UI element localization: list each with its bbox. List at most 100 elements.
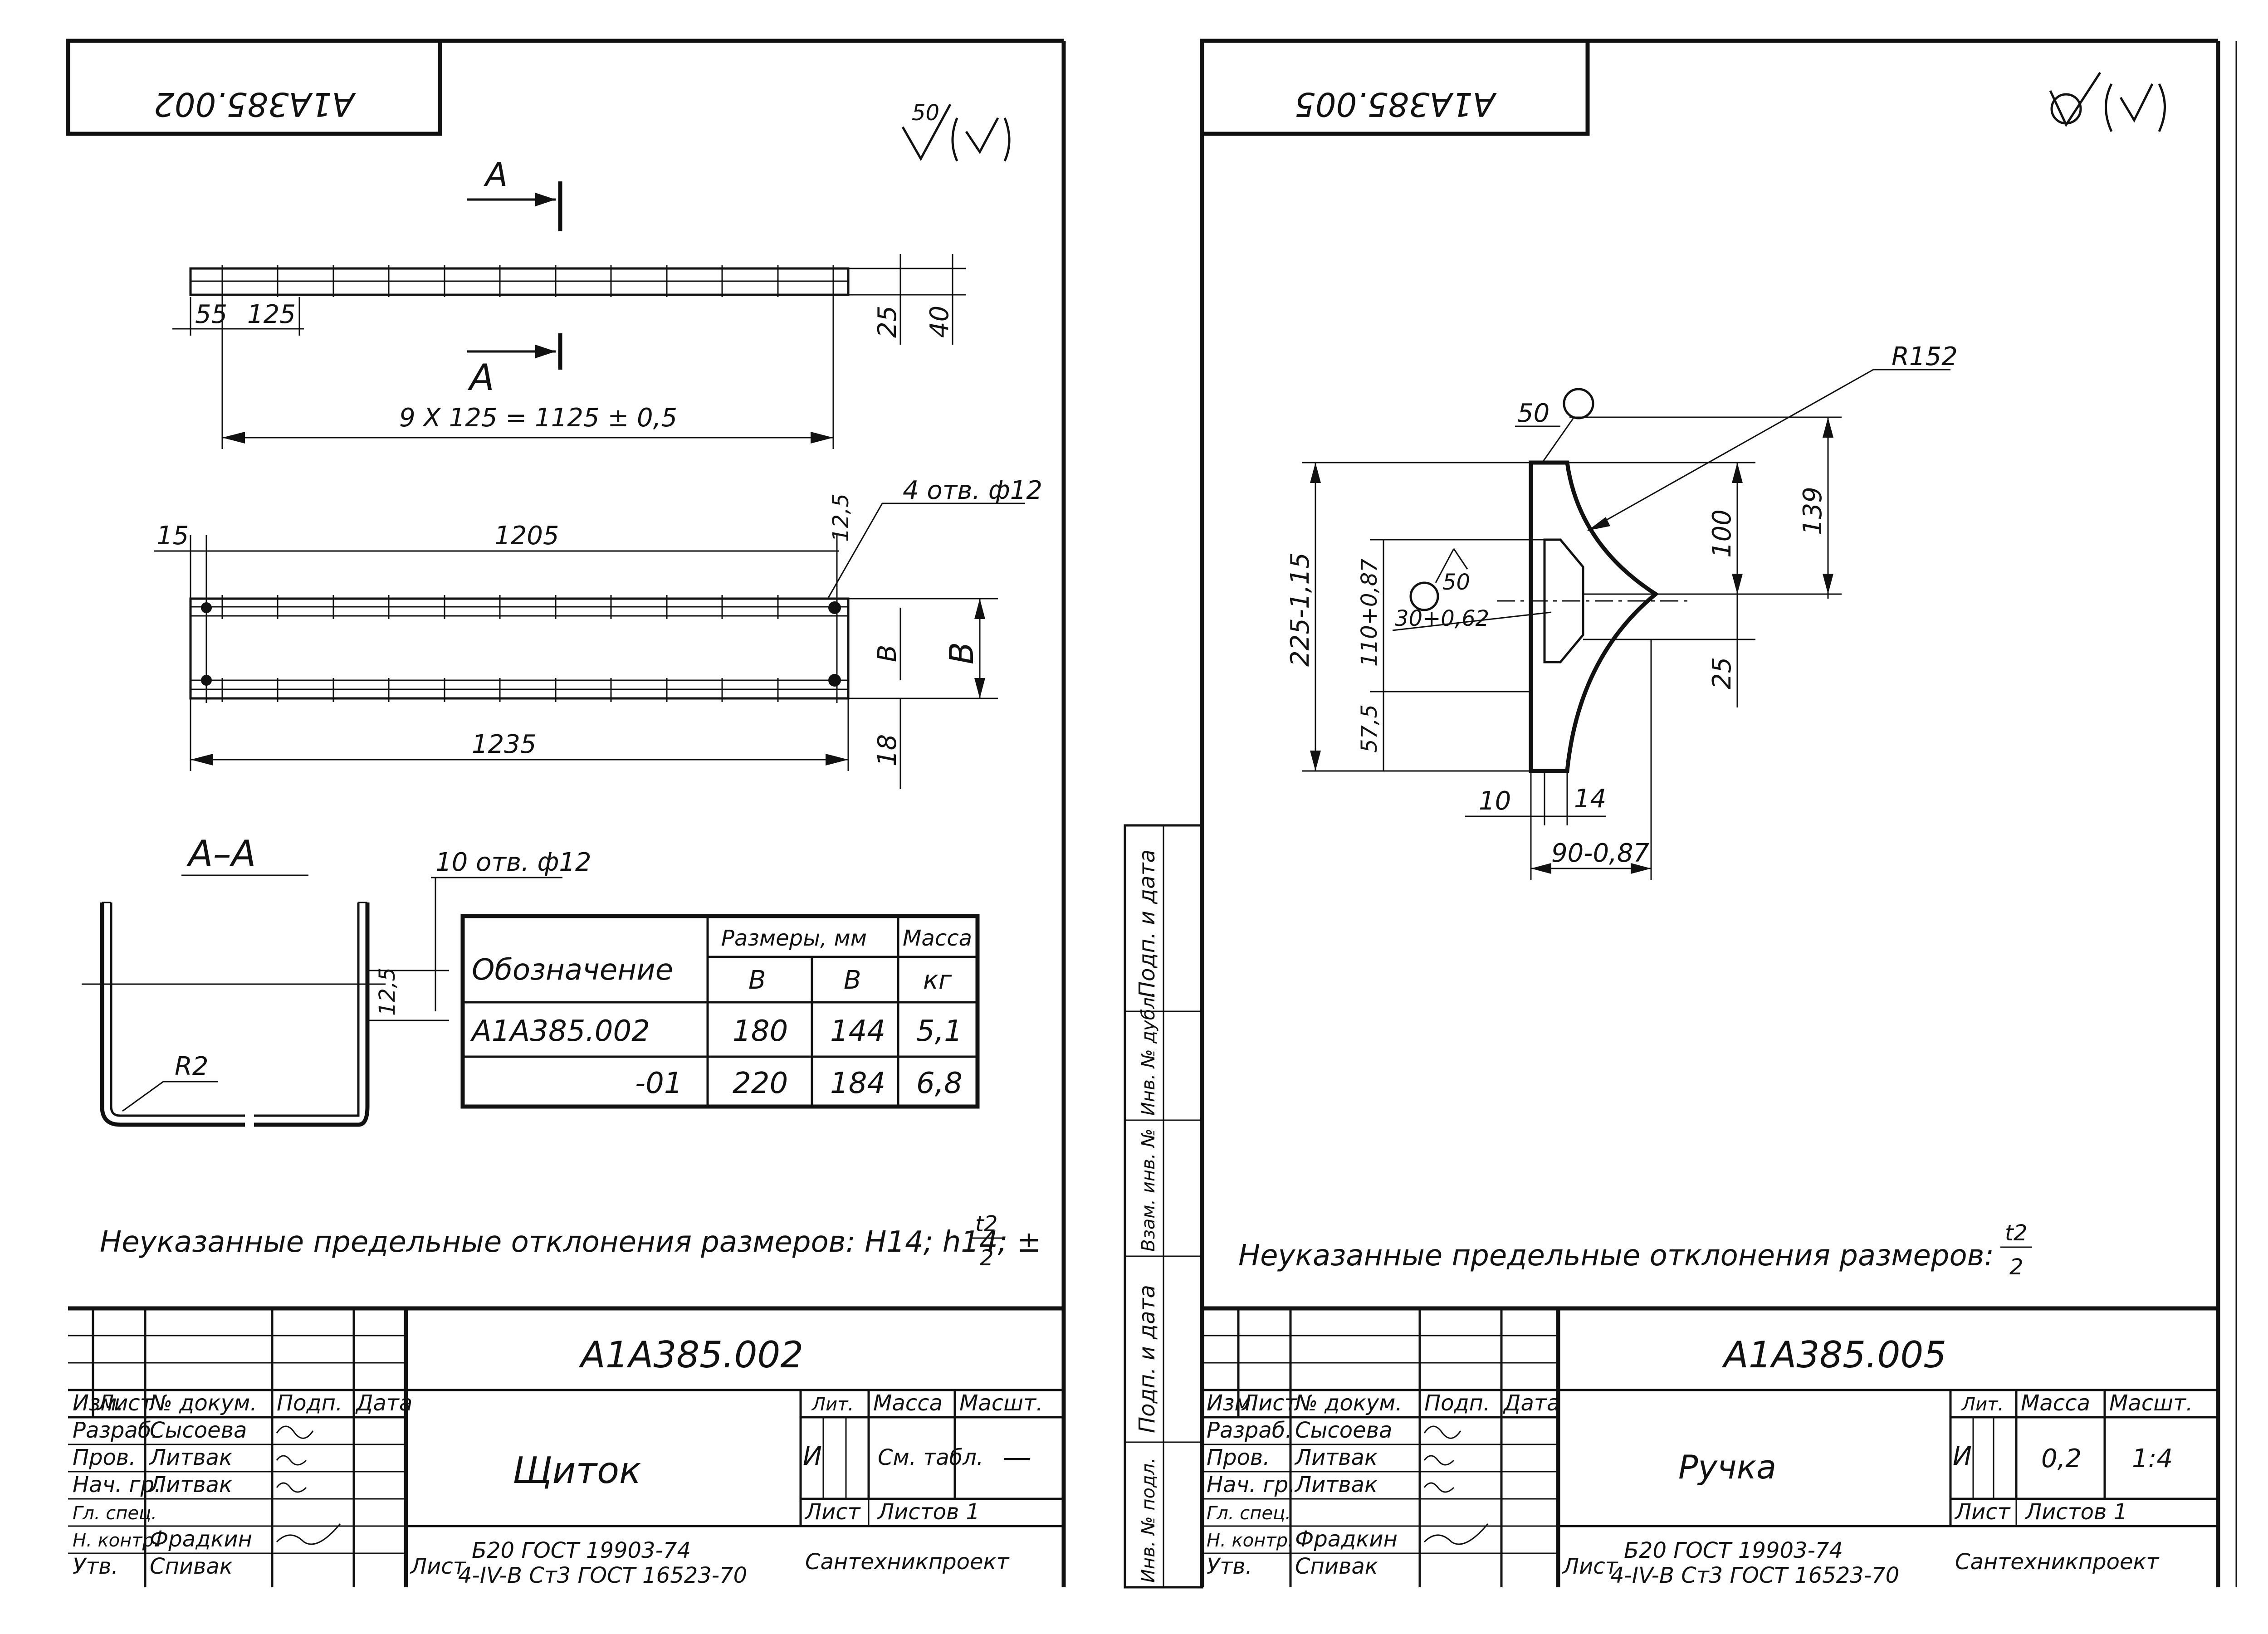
left-tb-col-list: Лист (97, 1390, 154, 1416)
dim-90: 90-0,87 (1551, 839, 1650, 868)
left-corner-code-box: А1А385.002 (66, 39, 442, 136)
right-tb-material-top: Б20 ГОСТ 19903-74 (1624, 1538, 1843, 1563)
section-a-a: А–А R2 (82, 833, 386, 1127)
right-note-fraction-den: 2 (2009, 1254, 2024, 1280)
left-tb-material-top: Б20 ГОСТ 19903-74 (472, 1538, 691, 1563)
dim-225-110-57: 225-1,15 110+0,87 57,5 (1286, 462, 1545, 772)
right-note: Неуказанные предельные отклонения размер… (1238, 1220, 2032, 1280)
table-header-kg: кг (923, 966, 952, 995)
left-tb-scale-header: Масшт. (959, 1390, 1043, 1416)
left-signature-5 (276, 1523, 341, 1545)
side-stamp-sign-date-bottom: Подп. и дата (1134, 1285, 1160, 1433)
right-tb-name: Ручка (1678, 1448, 1776, 1486)
left-tb-col-date: Дата (355, 1390, 412, 1416)
right-tb-mass-value: 0,2 (2041, 1444, 2082, 1473)
left-tb-sheet-label: Лист (804, 1499, 861, 1525)
left-tb-lit-header: Лит. (811, 1394, 854, 1415)
side-stamp-sign-date-top: Подп. и дата (1134, 849, 1160, 998)
right-tb-col-date: Дата (1503, 1390, 1560, 1416)
handle-part (1497, 460, 1687, 773)
dim-4-holes: 12,5 4 отв. ф12 (827, 476, 1042, 599)
left-note-fraction-num: t2 (975, 1211, 997, 1237)
right-note-fraction-num: t2 (2005, 1220, 2027, 1246)
table-header-b-cap: В (748, 966, 766, 995)
dim-r152: R152 (1587, 342, 1958, 532)
right-tb-sheets-label: Листов 1 (2024, 1499, 2127, 1525)
left-signature-3 (276, 1482, 307, 1493)
right-tb-list-label: Лист (1562, 1554, 1619, 1579)
side-stamp-replace-inv: Взам. инв. № (1138, 1128, 1159, 1252)
right-tb-col-list: Лист (1241, 1390, 1298, 1416)
right-corner-code: А1А385.005 (1295, 85, 1497, 123)
dim-10: 10 (1479, 786, 1511, 816)
left-title-block: Изм. Лист № докум. Подп. Дата Разраб. Сы… (68, 1306, 1064, 1588)
left-tb-role-3: Нач. гр. (73, 1472, 161, 1497)
dim-1205: 1205 (494, 521, 559, 551)
right-tb-name-5: Фрадкин (1295, 1527, 1398, 1552)
dim-r152-text: R152 (1892, 342, 1958, 371)
dim-139: 139 (1798, 487, 1828, 535)
table-row-1-b-cap: 180 (733, 1015, 788, 1048)
table-row-1-b: 144 (830, 1015, 885, 1048)
dim-125: 125 (247, 300, 296, 329)
dim-4-holes-text: 4 отв. ф12 (903, 476, 1042, 505)
bar-top-view (189, 265, 850, 297)
bar-plan-view (189, 594, 850, 703)
table-header-designation: Обозначение (472, 953, 673, 987)
section-marker-top: А (467, 156, 562, 231)
left-roughness-symbol: 50 (901, 100, 1011, 162)
dim-r2: R2 (175, 1052, 209, 1081)
right-tb-col-izm: Изм. (1207, 1390, 1258, 1416)
dim-14: 14 (1574, 784, 1606, 814)
dim-1235: 1235 (190, 698, 849, 771)
left-tb-col-izm: Изм. (73, 1390, 124, 1416)
right-tb-name-6: Спивак (1295, 1554, 1378, 1579)
dim-roughness-50-top: 50 (1515, 388, 1594, 463)
dimensions-table: Обозначение Размеры, мм Масса В В кг А1А… (460, 914, 980, 1109)
left-tb-mass-value: См. табл. (878, 1445, 983, 1470)
right-title-block: Изм. Лист № докум. Подп. Дата Разраб. Сы… (1202, 1306, 2218, 1588)
section-a-a-title: А–А (186, 833, 256, 875)
dim-50-mid: 50 (1442, 570, 1470, 595)
left-tb-lit-value: И (803, 1442, 822, 1471)
dim-110: 110+0,87 (1357, 558, 1382, 667)
left-signature-2 (276, 1455, 307, 1466)
left-tb-role-5: Н. контр. (73, 1530, 160, 1551)
dim-40: 40 (925, 306, 954, 338)
right-sheet: А1А385.005 R152 (1124, 39, 2237, 1589)
left-tb-material-bottom: 4-IV-В Ст3 ГОСТ 16523-70 (458, 1563, 747, 1588)
left-tb-role-1: Разраб. (73, 1418, 158, 1443)
table-header-mass: Масса (903, 926, 972, 951)
dim-b-large: В (943, 642, 981, 664)
right-tb-code: А1А385.005 (1721, 1334, 1946, 1376)
left-tb-name-5: Фрадкин (150, 1527, 252, 1552)
right-tb-material-bottom: 4-IV-В Ст3 ГОСТ 16523-70 (1610, 1563, 1899, 1588)
dim-50-top: 50 (1517, 399, 1549, 428)
right-tb-lit-value: И (1953, 1442, 1972, 1471)
dim-57-5: 57,5 (1357, 704, 1382, 753)
right-tb-scale-value: 1:4 (2132, 1444, 2173, 1473)
left-tb-org: Сантехникпроект (805, 1549, 1010, 1575)
left-tb-list-label: Лист (410, 1554, 467, 1579)
section-marker-bottom: А (467, 333, 562, 399)
dim-55-125: 55 125 (172, 297, 304, 336)
left-note-text: Неуказанные предельные отклонения размер… (100, 1225, 1041, 1259)
dim-100: 100 (1707, 509, 1737, 558)
right-tb-name-2: Литвак (1294, 1445, 1378, 1470)
side-stamp: Подп. и дата Инв. № дубл. Взам. инв. № П… (1124, 824, 1203, 1589)
left-tb-sheets-label: Листов 1 (877, 1499, 980, 1525)
dim-b: В В 18 (848, 598, 998, 789)
dim-225: 225-1,15 (1286, 552, 1315, 667)
table-header-sizes: Размеры, мм (721, 926, 867, 951)
left-note: Неуказанные предельные отклонения размер… (100, 1211, 1041, 1271)
left-tb-name-6: Спивак (150, 1554, 233, 1579)
side-stamp-inv-orig: Инв. № подл. (1138, 1458, 1159, 1583)
left-tb-code: А1А385.002 (578, 1334, 803, 1376)
dim-b-small: В (873, 645, 902, 662)
right-corner-code-box: А1А385.005 (1200, 39, 1590, 136)
right-tb-role-3: Нач. гр. (1207, 1472, 1295, 1497)
left-tb-name-1: Сысоева (150, 1418, 247, 1443)
dim-25-right: 25 (1707, 657, 1737, 689)
dim-12-5-b: 12,5 (375, 967, 400, 1016)
